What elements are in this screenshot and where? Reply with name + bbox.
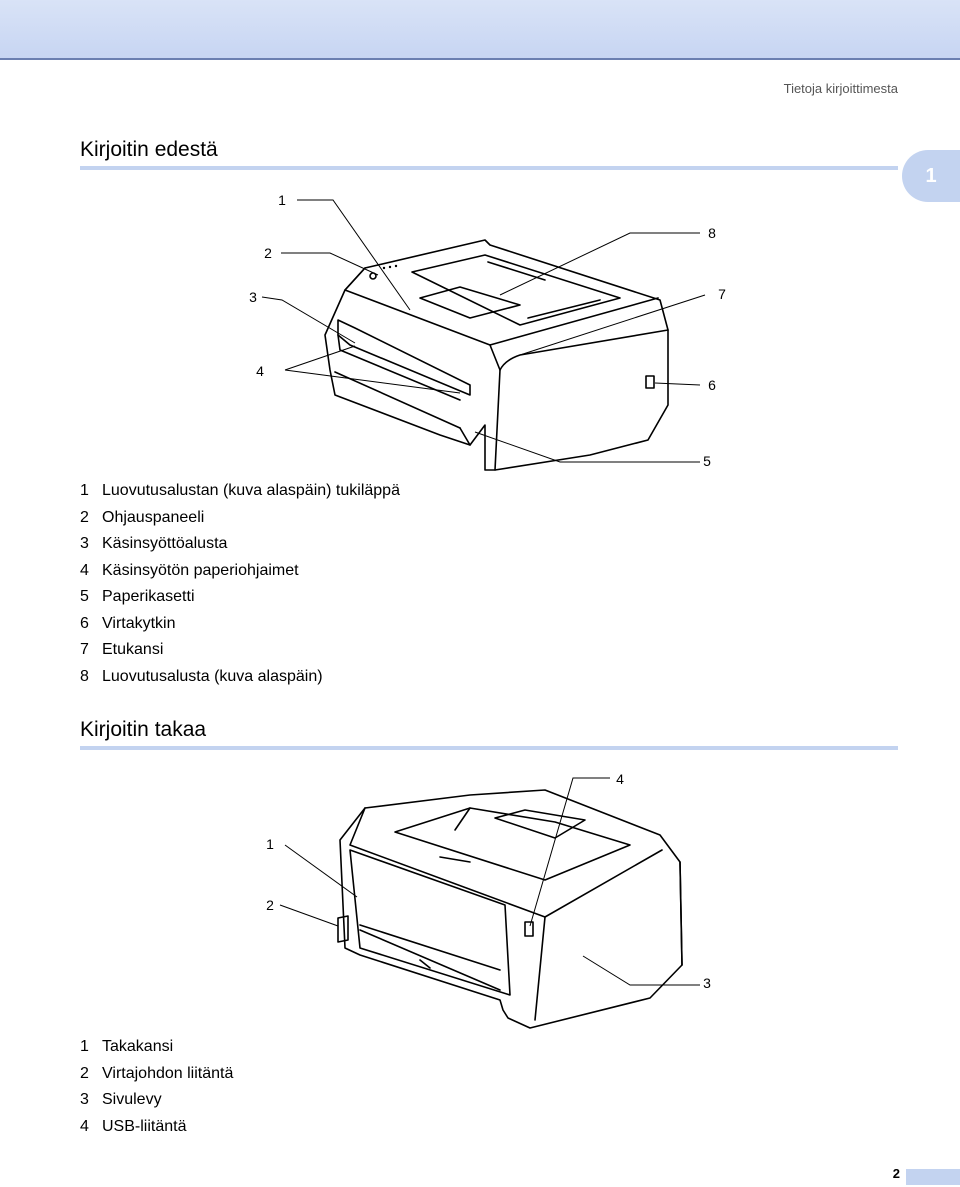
front-callout-1: 1	[278, 192, 286, 208]
running-head: Tietoja kirjoittimesta	[783, 81, 898, 96]
legend-num: 3	[80, 1091, 89, 1108]
legend-num: 7	[80, 641, 89, 658]
section-rule-back	[80, 746, 898, 750]
legend-item: 1 Takakansi	[80, 1034, 233, 1061]
legend-num: 3	[80, 535, 89, 552]
legend-item: 8 Luovutusalusta (kuva alaspäin)	[80, 664, 400, 691]
legend-item: 4 USB-liitäntä	[80, 1114, 233, 1141]
section-title-front: Kirjoitin edestä	[80, 138, 218, 161]
front-callout-2: 2	[264, 245, 272, 261]
back-callout-2: 2	[266, 897, 274, 913]
legend-item: 5 Paperikasetti	[80, 584, 400, 611]
page-number-bar	[906, 1169, 960, 1185]
legend-text: Käsinsyötön paperiohjaimet	[102, 561, 299, 579]
legend-text: Ohjauspaneeli	[102, 508, 205, 526]
legend-text: Virtakytkin	[102, 614, 176, 632]
back-callout-4: 4	[616, 771, 624, 787]
header-band	[0, 0, 960, 60]
printer-back-illustration: 1 2 3 4	[266, 771, 711, 1029]
legend-text: Virtajohdon liitäntä	[102, 1064, 234, 1082]
legend-num: 4	[80, 1117, 89, 1135]
front-callout-3: 3	[249, 289, 257, 305]
front-callout-7: 7	[718, 286, 726, 302]
legend-item: 1 Luovutusalustan (kuva alaspäin) tukiläp…	[80, 478, 400, 505]
legend-num: 1	[80, 1038, 89, 1055]
legend-text: Luovutusalustan (kuva alaspäin) tukiläpp…	[102, 482, 400, 499]
legend-num: 2	[80, 508, 89, 526]
legend-text: Etukansi	[102, 641, 164, 658]
legend-item: 6 Virtakytkin	[80, 611, 400, 638]
front-callout-6: 6	[708, 377, 716, 393]
legend-text: Paperikasetti	[102, 588, 195, 605]
section-rule-front	[80, 166, 898, 170]
back-callout-3: 3	[703, 975, 711, 991]
legend-num: 5	[80, 588, 89, 605]
page-number: 2	[892, 1166, 900, 1181]
legend-item: 2 Ohjauspaneeli	[80, 505, 400, 532]
legend-text: Luovutusalusta (kuva alaspäin)	[102, 667, 323, 685]
legend-text: Sivulevy	[102, 1091, 162, 1108]
legend-text: Käsinsyöttöalusta	[102, 535, 228, 552]
legend-text: USB-liitäntä	[102, 1117, 187, 1135]
front-legend: 1 Luovutusalustan (kuva alaspäin) tukiläp…	[80, 478, 400, 690]
legend-item: 3 Sivulevy	[80, 1087, 233, 1114]
legend-num: 4	[80, 561, 89, 579]
section-title-back: Kirjoitin takaa	[80, 718, 207, 741]
printer-front-illustration: 1 2 3 4 5 6 7 8	[249, 192, 726, 471]
back-legend: 1 Takakansi 2 Virtajohdon liitäntä 3 Sivule…	[80, 1034, 233, 1140]
legend-item: 2 Virtajohdon liitäntä	[80, 1061, 233, 1088]
legend-num: 1	[80, 482, 89, 499]
legend-num: 6	[80, 614, 89, 632]
chapter-tab: 1	[902, 150, 960, 202]
front-callout-5: 5	[703, 453, 711, 469]
legend-item: 4 Käsinsyötön paperiohjaimet	[80, 558, 400, 585]
legend-item: 3 Käsinsyöttöalusta	[80, 531, 400, 558]
legend-text: Takakansi	[102, 1038, 174, 1055]
legend-num: 2	[80, 1064, 89, 1082]
legend-item: 7 Etukansi	[80, 637, 400, 664]
front-callout-8: 8	[708, 225, 716, 241]
front-callout-4: 4	[256, 363, 264, 379]
back-callout-1: 1	[266, 836, 274, 852]
legend-num: 8	[80, 667, 89, 685]
